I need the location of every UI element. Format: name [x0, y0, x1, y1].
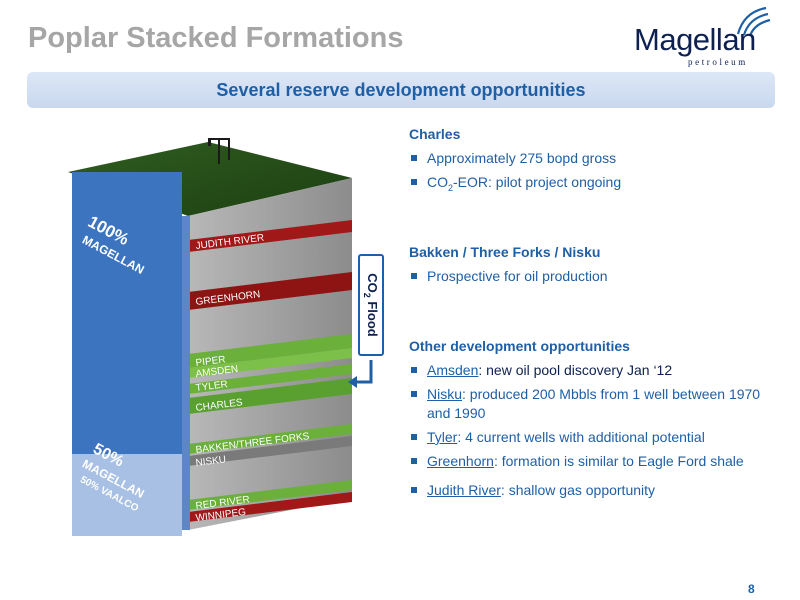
bullet-amsden: Amsden: new oil pool discovery Jan ‘12 [409, 361, 779, 380]
magellan-logo: Magellan petroleum [634, 4, 784, 67]
co2-flood-prefix: CO [364, 273, 380, 293]
heading-other: Other development opportunities [409, 338, 630, 354]
section-other: Other development opportunities Amsden: … [409, 338, 779, 505]
page-number: 8 [748, 582, 755, 596]
logo-subtitle: petroleum [688, 57, 748, 67]
bullet-text: Prospective for oil production [427, 268, 608, 284]
bullet-tyler: Tyler: 4 current wells with additional p… [409, 428, 779, 447]
layer-nisku [188, 436, 352, 466]
bullet-text: : new oil pool discovery Jan ‘12 [478, 362, 673, 378]
link-nisku[interactable]: Nisku [427, 386, 463, 402]
layer-winnipeg [188, 492, 352, 522]
bullet-text: : produced 200 Mbbls from 1 well between… [427, 386, 761, 421]
flood-arrow-head [348, 376, 357, 388]
co2-eor-text: -EOR: pilot project ongoing [453, 174, 622, 190]
bullet-greenhorn: Greenhorn: formation is similar to Eagle… [409, 452, 779, 471]
layer-bakken [188, 424, 352, 454]
bullet-text: : shallow gas opportunity [500, 482, 656, 498]
layer-charles [188, 378, 352, 414]
section-charles: Charles Approximately 275 bopd gross CO2… [409, 126, 779, 203]
link-amsden[interactable]: Amsden [427, 362, 479, 378]
ownership-100-column [72, 172, 182, 454]
bullet-bakken-1: Prospective for oil production [409, 267, 779, 286]
column-front-face [182, 216, 190, 530]
ownership-50-column [72, 454, 182, 536]
link-judith-river[interactable]: Judith River [427, 482, 501, 498]
logo-wordmark: Magellan [634, 22, 756, 57]
layer-judith-river [188, 220, 352, 252]
section-bakken: Bakken / Three Forks / Nisku Prospective… [409, 244, 779, 291]
layer-label-amsden: AMSDEN [195, 364, 239, 380]
bullet-charles-1: Approximately 275 bopd gross [409, 149, 779, 168]
bullet-judith-river: Judith River: shallow gas opportunity [409, 481, 779, 500]
layer-label-piper: PIPER [195, 354, 226, 369]
signal-arcs-icon [736, 6, 771, 37]
stacked-formations-diagram: 100% MAGELLAN 50% MAGELLAN 50% VAALCO JU… [68, 138, 373, 536]
layer-label-tyler: TYLER [195, 379, 228, 394]
co2-flood-label: CO2 Flood [358, 254, 384, 356]
layer-amsden [188, 348, 352, 378]
flood-arrow-icon [354, 360, 373, 384]
bullet-text: : 4 current wells with additional potent… [457, 429, 705, 445]
link-greenhorn[interactable]: Greenhorn [427, 453, 494, 469]
pumpjack-icon [208, 138, 230, 164]
heading-charles: Charles [409, 126, 461, 142]
heading-bakken: Bakken / Three Forks / Nisku [409, 244, 601, 260]
layer-piper [188, 334, 352, 368]
layer-red-river [188, 480, 352, 510]
co2-prefix: CO [427, 174, 448, 190]
bullet-text: : formation is similar to Eagle Ford sha… [493, 453, 744, 469]
slide-title: Poplar Stacked Formations [28, 22, 404, 54]
subtitle-banner: Several reserve development opportunitie… [27, 72, 775, 108]
co2-sub: 2 [448, 182, 454, 193]
bullet-charles-2: CO2-EOR: pilot project ongoing [409, 173, 779, 198]
link-tyler[interactable]: Tyler [427, 429, 458, 445]
bullet-nisku: Nisku: produced 200 Mbbls from 1 well be… [409, 385, 779, 423]
bullet-text: Approximately 275 bopd gross [427, 150, 617, 166]
layer-label-nisku: NISKU [195, 454, 227, 469]
co2-flood-suffix: Flood [364, 297, 380, 337]
layer-tyler [188, 364, 352, 394]
layer-greenhorn [188, 272, 352, 310]
